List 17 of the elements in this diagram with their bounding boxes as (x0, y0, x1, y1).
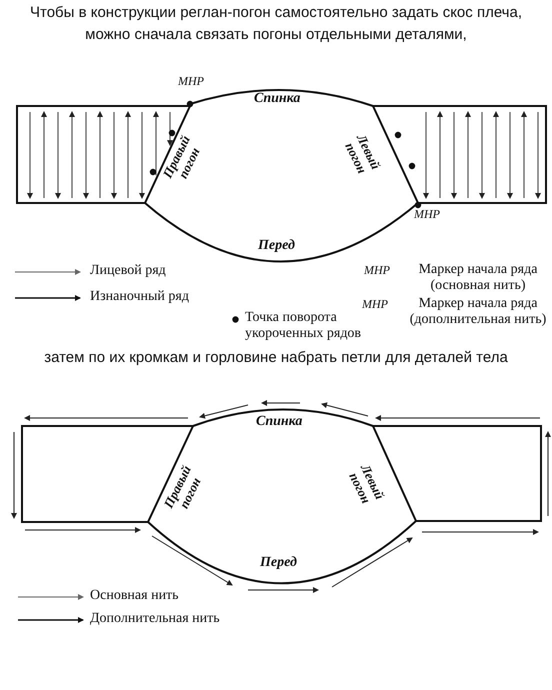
marker-label: МНР (362, 297, 388, 312)
piece-label: Перед (258, 238, 295, 254)
piece-label: Перед (260, 555, 297, 571)
marker-label: МНР (178, 74, 204, 89)
legend-text: Дополнительная нить (90, 611, 220, 627)
marker-label: МНР (364, 263, 390, 278)
instruction-text: затем по их кромкам и горловине набрать петли для деталей тела (43, 348, 509, 368)
legend-text: Лицевой ряд (90, 263, 166, 279)
legend-text: Изнаночный ряд (90, 289, 189, 305)
piece-label: Спинка (254, 91, 300, 107)
marker-label: МНР (414, 207, 440, 222)
legend-text: Маркер начала ряда (дополнительная нить) (408, 296, 548, 328)
legend-text: Маркер начала ряда (основная нить) (418, 262, 538, 294)
legend-text: Точка поворота укороченных рядов (245, 310, 362, 342)
piece-label: Спинка (256, 414, 302, 430)
instruction-text: Чтобы в конструкции реглан-погон самостоятельно задать скос плеча, можно сначала связать погоны отдельными деталями, (29, 3, 523, 45)
legend-text: Основная нить (90, 588, 179, 604)
